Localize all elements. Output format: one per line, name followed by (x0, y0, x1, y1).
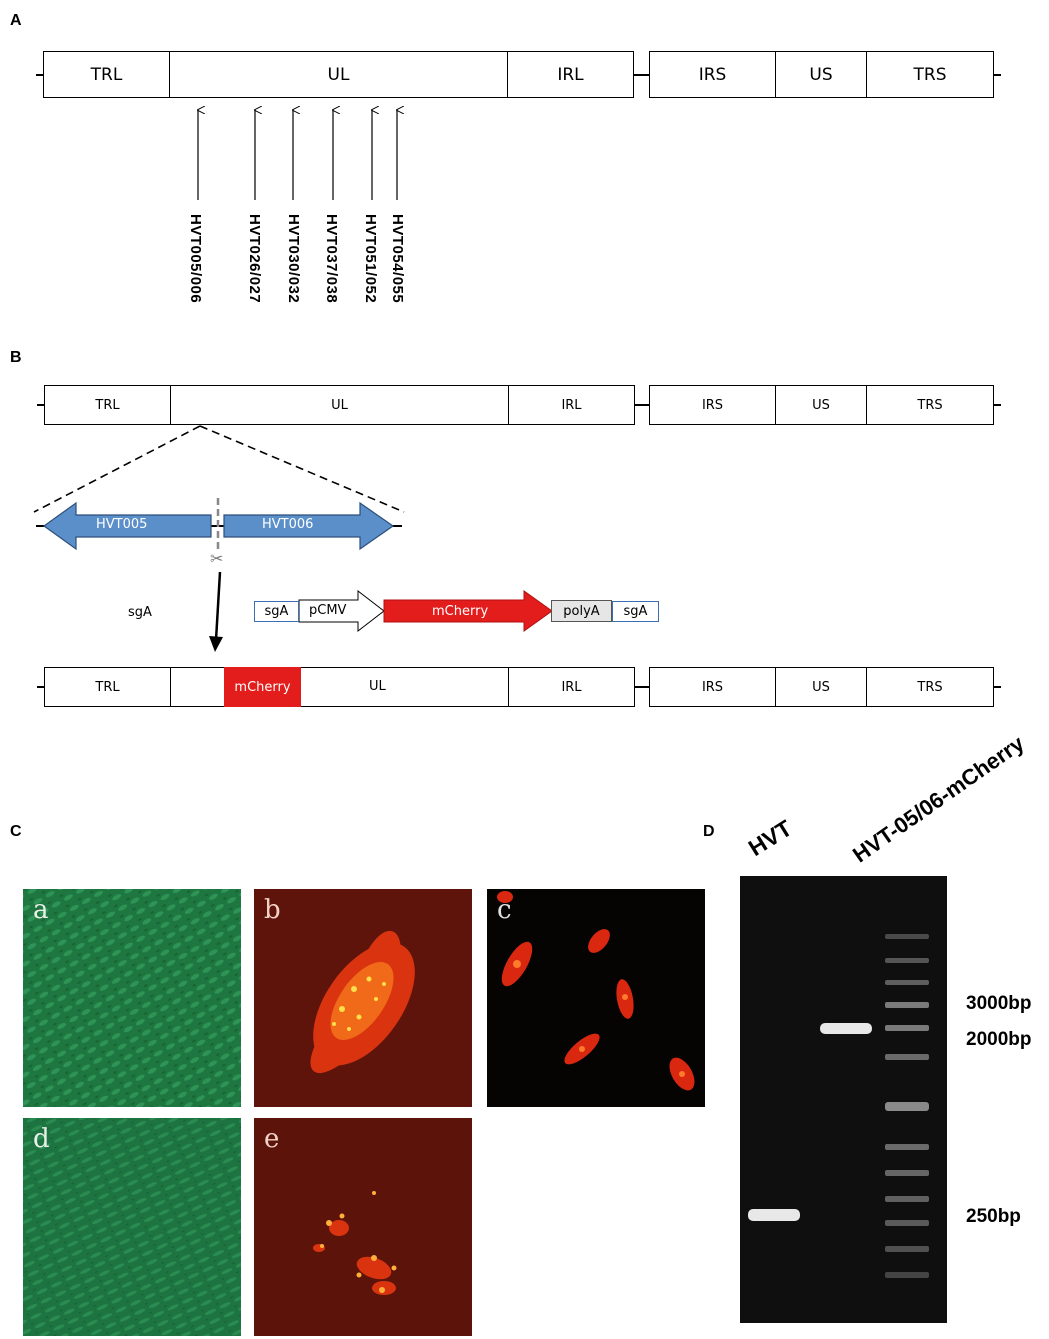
segment-ul: UL (169, 51, 508, 98)
donor-pcmv-label: pCMV (309, 603, 347, 618)
recomb-line-right (993, 686, 1001, 688)
genome-line-right (993, 74, 1001, 76)
recomb-line-left (37, 686, 45, 688)
recomb-segment-trs: TRS (866, 667, 994, 707)
guide-label: sgA (128, 605, 152, 620)
micrograph-c: c (487, 889, 705, 1107)
marker-250bp: 250bp (966, 1206, 1021, 1227)
segment-b-trl: TRL (44, 385, 171, 425)
genome-b-line-right (993, 404, 1001, 406)
site-label-5: HVT051/052 (362, 214, 379, 304)
marker-2000bp: 2000bp (966, 1029, 1032, 1050)
micrograph-a-label: a (33, 895, 49, 925)
panel-label-a: A (10, 12, 22, 29)
micrograph-b: b (254, 889, 472, 1107)
site-label-4: HVT037/038 (323, 214, 340, 304)
site-label-3: HVT030/032 (285, 214, 302, 304)
segment-b-ul: UL (170, 385, 509, 425)
gene-arrow-hvt006 (223, 501, 395, 551)
donor-polya: polyA (551, 600, 612, 622)
genome-line-mid (633, 74, 650, 76)
micrograph-d-label: d (33, 1124, 50, 1154)
segment-b-trs: TRS (866, 385, 994, 425)
donor-sga-left: sgA (254, 601, 299, 622)
gene-label-hvt005: HVT005 (96, 517, 148, 532)
segment-us: US (775, 51, 867, 98)
segment-trl: TRL (43, 51, 170, 98)
segment-irl: IRL (507, 51, 634, 98)
genome-line-left (36, 74, 44, 76)
segment-trs: TRS (866, 51, 994, 98)
panel-label-c: C (10, 823, 22, 840)
lane-label-recombinant: HVT-05/06-mCherry (848, 730, 1029, 868)
lane-label-hvt: HVT (743, 814, 797, 862)
donor-pcmv-arrow (298, 589, 385, 633)
donor-sga-right: sgA (612, 601, 659, 622)
zoom-lines (33, 425, 553, 652)
recomb-segment-ul (170, 667, 509, 707)
band-recombinant (820, 1023, 872, 1034)
site-label-6: HVT054/055 (389, 214, 406, 304)
site-label-1: HVT005/006 (187, 214, 204, 304)
donor-mcherry-arrow (383, 590, 553, 632)
recomb-segment-trl: TRL (44, 667, 171, 707)
segment-b-us: US (775, 385, 867, 425)
recomb-line-mid (634, 686, 650, 688)
recomb-segment-us: US (775, 667, 867, 707)
donor-mcherry-label: mCherry (432, 604, 489, 619)
insertion-arrows (0, 0, 1049, 200)
micrograph-e: e (254, 1118, 472, 1336)
genome-b-line-left (37, 404, 45, 406)
recomb-segment-irs: IRS (649, 667, 776, 707)
marker-3000bp: 3000bp (966, 993, 1032, 1014)
genome-b-line-mid (634, 404, 650, 406)
gene-arrow-hvt005 (42, 501, 212, 551)
micrograph-b-label: b (264, 895, 281, 925)
micrograph-d: d (23, 1118, 241, 1336)
gel-image (740, 876, 947, 1323)
micrograph-c-label: c (497, 895, 512, 925)
recomb-ul-label: UL (369, 679, 386, 694)
micrograph-a: a (23, 889, 241, 1107)
micrograph-e-label: e (264, 1124, 280, 1154)
recomb-segment-irl: IRL (508, 667, 635, 707)
gene-label-hvt006: HVT006 (262, 517, 314, 532)
recomb-mcherry-insert: mCherry (224, 667, 301, 707)
segment-b-irl: IRL (508, 385, 635, 425)
segment-irs: IRS (649, 51, 776, 98)
panel-label-b: B (10, 349, 22, 366)
band-hvt (748, 1209, 800, 1221)
site-label-2: HVT026/027 (246, 214, 263, 304)
segment-b-irs: IRS (649, 385, 776, 425)
panel-label-d: D (703, 823, 715, 840)
scissors-icon: ✂ (210, 551, 224, 568)
